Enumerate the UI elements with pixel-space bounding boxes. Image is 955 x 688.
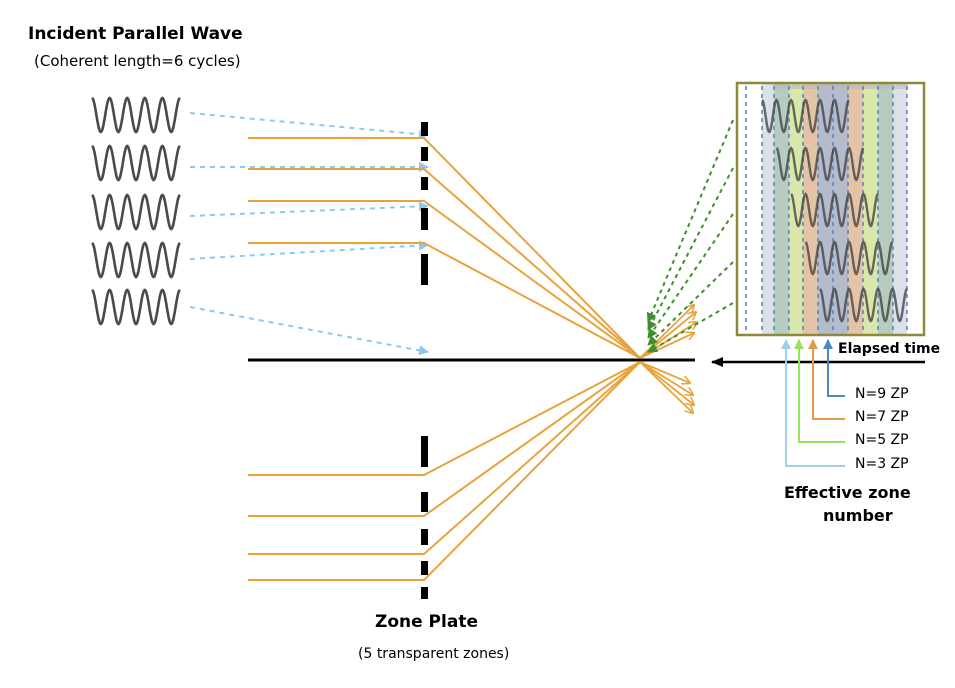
zone-number-label-n7: N=7 ZP — [855, 409, 909, 425]
effective-zone-label-line2: number — [823, 506, 893, 525]
zone-number-label-n3: N=3 ZP — [855, 456, 909, 472]
leader-n5 — [794, 339, 845, 443]
arriving-wave — [804, 240, 894, 276]
zone-band — [762, 83, 774, 335]
opaque-zone — [421, 208, 428, 230]
beam-group — [248, 137, 641, 581]
opaque-zone — [421, 122, 428, 136]
zone-band — [789, 83, 803, 335]
opaque-zone — [421, 587, 428, 599]
beam-lower-4 — [248, 361, 641, 581]
opaque-zone — [421, 561, 428, 575]
band-top-shade — [773, 83, 908, 89]
arriving-wave — [775, 146, 865, 182]
arriving-wave — [819, 287, 908, 323]
leader-n7 — [808, 339, 845, 420]
focus-arrow — [646, 119, 734, 323]
beam-upper-3 — [248, 200, 641, 359]
beam-lower-2 — [248, 361, 641, 517]
diverging-arrow — [639, 305, 694, 359]
incident-wave-group — [91, 96, 181, 326]
incident-wave — [91, 288, 181, 326]
zone-number-label-n5: N=5 ZP — [855, 432, 909, 448]
incident-arrow — [189, 201, 429, 217]
diverging-arrow — [639, 361, 694, 405]
incident-wave — [91, 193, 181, 231]
focus-arrow — [647, 213, 734, 339]
time-domain-box — [735, 81, 926, 337]
opaque-zone — [421, 436, 428, 467]
beam-upper-4 — [248, 242, 641, 359]
opaque-zone — [421, 492, 428, 512]
incident-arrow — [189, 306, 429, 356]
zone-number-label-n9: N=9 ZP — [855, 386, 909, 402]
diverging-arrow — [639, 361, 693, 413]
leader-n3 — [781, 339, 845, 467]
beam-lower-3 — [248, 361, 641, 555]
zone-number-leaders — [781, 339, 845, 467]
focus-arrow-group — [646, 119, 734, 353]
incident-arrow — [189, 240, 429, 260]
arriving-wave — [790, 192, 879, 228]
zone-boundary-group — [745, 86, 908, 334]
focus-arrow — [647, 302, 734, 353]
diverging-arrow — [639, 361, 693, 395]
zone-band — [863, 83, 878, 335]
zone-band — [848, 83, 863, 335]
opaque-zone — [421, 147, 428, 161]
zone-band — [878, 83, 893, 335]
beam-upper-2 — [248, 168, 641, 359]
arriving-wave-group — [761, 98, 908, 323]
elapsed-time-label: Elapsed time — [838, 341, 941, 357]
incident-arrow — [189, 112, 429, 140]
time-box-border — [735, 81, 926, 337]
leader-n9 — [823, 339, 845, 397]
zone-plate-subtitle: (5 transparent zones) — [358, 646, 510, 662]
zone-band — [893, 83, 907, 335]
beam-lower-1 — [248, 361, 641, 476]
diverging-arrow — [639, 333, 694, 359]
beam-upper-1 — [248, 137, 641, 359]
incident-wave — [91, 96, 181, 134]
opaque-zone — [421, 529, 428, 545]
incident-wave — [91, 241, 181, 279]
zone-plate — [421, 122, 428, 599]
opaque-zone — [421, 177, 428, 190]
zone-band-group — [762, 83, 908, 335]
arriving-wave — [761, 98, 850, 134]
incident-wave — [91, 144, 181, 182]
zone-plate-title: Zone Plate — [375, 612, 478, 632]
focus-arrow — [647, 167, 734, 331]
opaque-zone — [421, 254, 428, 285]
effective-zone-label-line1: Effective zone — [784, 483, 911, 502]
incident-wave-title: Incident Parallel Wave — [28, 24, 243, 44]
incident-wave-subtitle: (Coherent length=6 cycles) — [34, 52, 241, 70]
focus-arrow — [647, 261, 734, 346]
zone-band — [774, 83, 789, 335]
incident-arrow-group — [189, 112, 429, 356]
diverging-arrow — [639, 361, 690, 383]
